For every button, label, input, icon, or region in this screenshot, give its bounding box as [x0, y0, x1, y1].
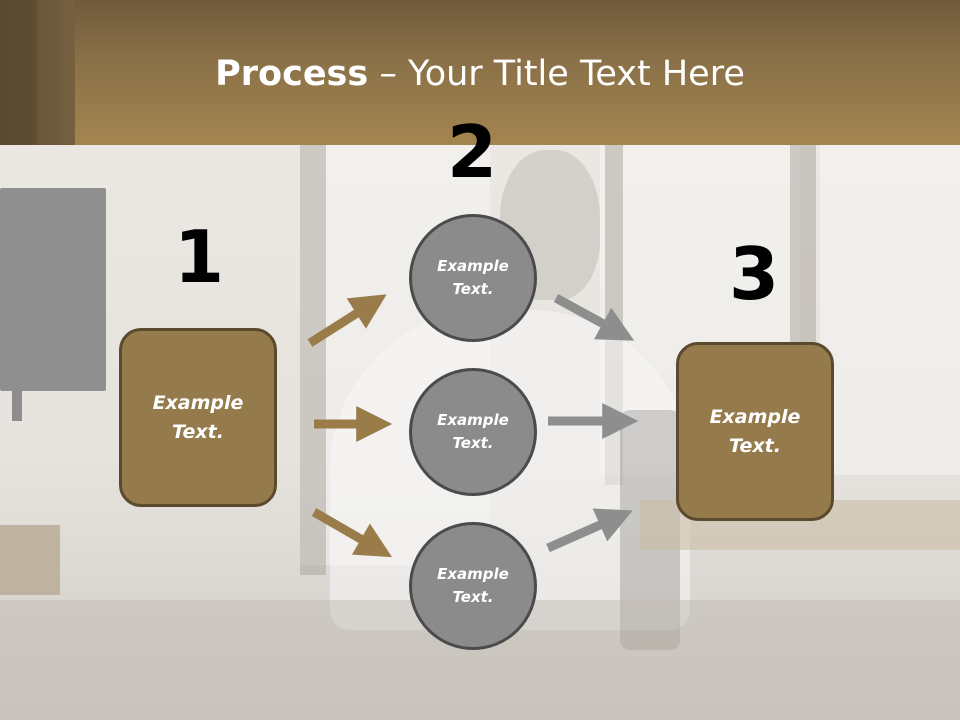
title-band-accent	[0, 0, 75, 145]
step-number-1: 1	[173, 215, 225, 299]
title-bold: Process	[215, 54, 369, 94]
step-2-circle-middle[interactable]: Example Text.	[409, 368, 537, 496]
title-band: Process – Your Title Text Here	[0, 0, 960, 145]
step-2-circle-top[interactable]: Example Text.	[409, 214, 537, 342]
circle-bottom-text: Example Text.	[437, 565, 509, 606]
slide-title: Process – Your Title Text Here	[0, 52, 960, 96]
circle-top-text: Example Text.	[437, 257, 509, 298]
background-monitor	[0, 188, 106, 391]
step-1-box[interactable]: Example Text.	[119, 328, 277, 507]
step-2-circle-bottom[interactable]: Example Text.	[409, 522, 537, 650]
step-number-2: 2	[446, 110, 498, 194]
step-1-text: Example Text.	[152, 391, 244, 443]
step-number-3: 3	[728, 232, 780, 316]
background-desk-left	[0, 525, 60, 595]
step-3-box[interactable]: Example Text.	[676, 342, 834, 521]
background-monitor-stand	[12, 391, 22, 421]
title-rest: – Your Title Text Here	[368, 54, 745, 94]
step-3-text: Example Text.	[709, 405, 801, 457]
circle-middle-text: Example Text.	[437, 411, 509, 452]
